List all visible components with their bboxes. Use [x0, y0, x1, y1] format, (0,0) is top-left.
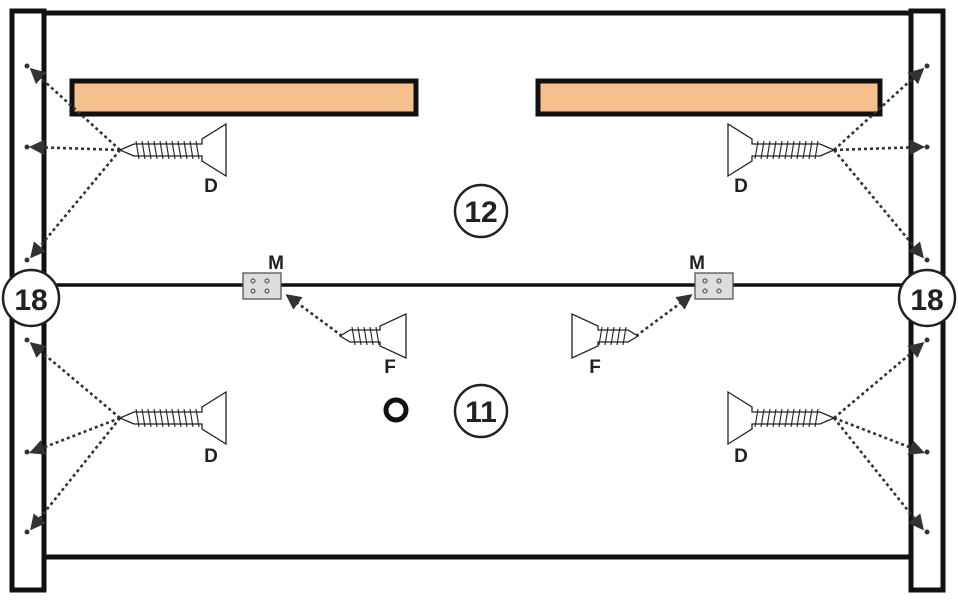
label-screw-f: F: [589, 357, 601, 378]
lower-panel-number: 11: [465, 396, 497, 429]
frame: [9, 8, 946, 593]
label-screw-f: F: [384, 357, 396, 378]
upper-panel-number: 12: [464, 196, 497, 229]
hole-marker-icon: [24, 257, 30, 263]
label-bracket-m: M: [689, 253, 705, 274]
screw-icon: [339, 313, 407, 359]
ring-icon: [383, 397, 409, 423]
hole-marker-icon: [24, 529, 30, 535]
screw-icon: [571, 313, 639, 359]
label-bracket-m: M: [268, 253, 284, 274]
hole-marker-icon: [924, 449, 930, 455]
label-screw-d: D: [734, 176, 748, 197]
hole-marker-icon: [24, 337, 30, 343]
hole-marker-icon: [924, 529, 930, 535]
side-panel-number-left: 18: [14, 284, 47, 317]
hole-marker-icon: [924, 257, 930, 263]
side-panel-number-right: 18: [910, 284, 943, 317]
hole-marker-icon: [24, 449, 30, 455]
board-right: [535, 78, 883, 117]
label-screw-d: D: [734, 446, 748, 467]
screw-icon: [119, 391, 227, 445]
hole-marker-icon: [924, 63, 930, 69]
board-left: [69, 78, 419, 117]
screw-icon: [727, 391, 835, 445]
part-label-upper: 12: [453, 183, 509, 239]
hole-marker-icon: [924, 337, 930, 343]
bracket-icon: [242, 272, 282, 300]
hole-marker-icon: [24, 63, 30, 69]
label-screw-d: D: [204, 446, 218, 467]
screw-icon: [119, 123, 227, 177]
label-screw-d: D: [204, 176, 218, 197]
hole-marker-icon: [24, 144, 30, 150]
hole-marker-icon: [924, 144, 930, 150]
part-label-side-right: 18: [897, 268, 957, 328]
hole-markers: [24, 63, 930, 535]
part-label-lower: 11: [453, 383, 509, 439]
part-label-side-left: 18: [1, 268, 61, 328]
screw-icon: [727, 123, 835, 177]
bracket-icon: [694, 272, 734, 300]
leader-lines: [28, 67, 926, 531]
